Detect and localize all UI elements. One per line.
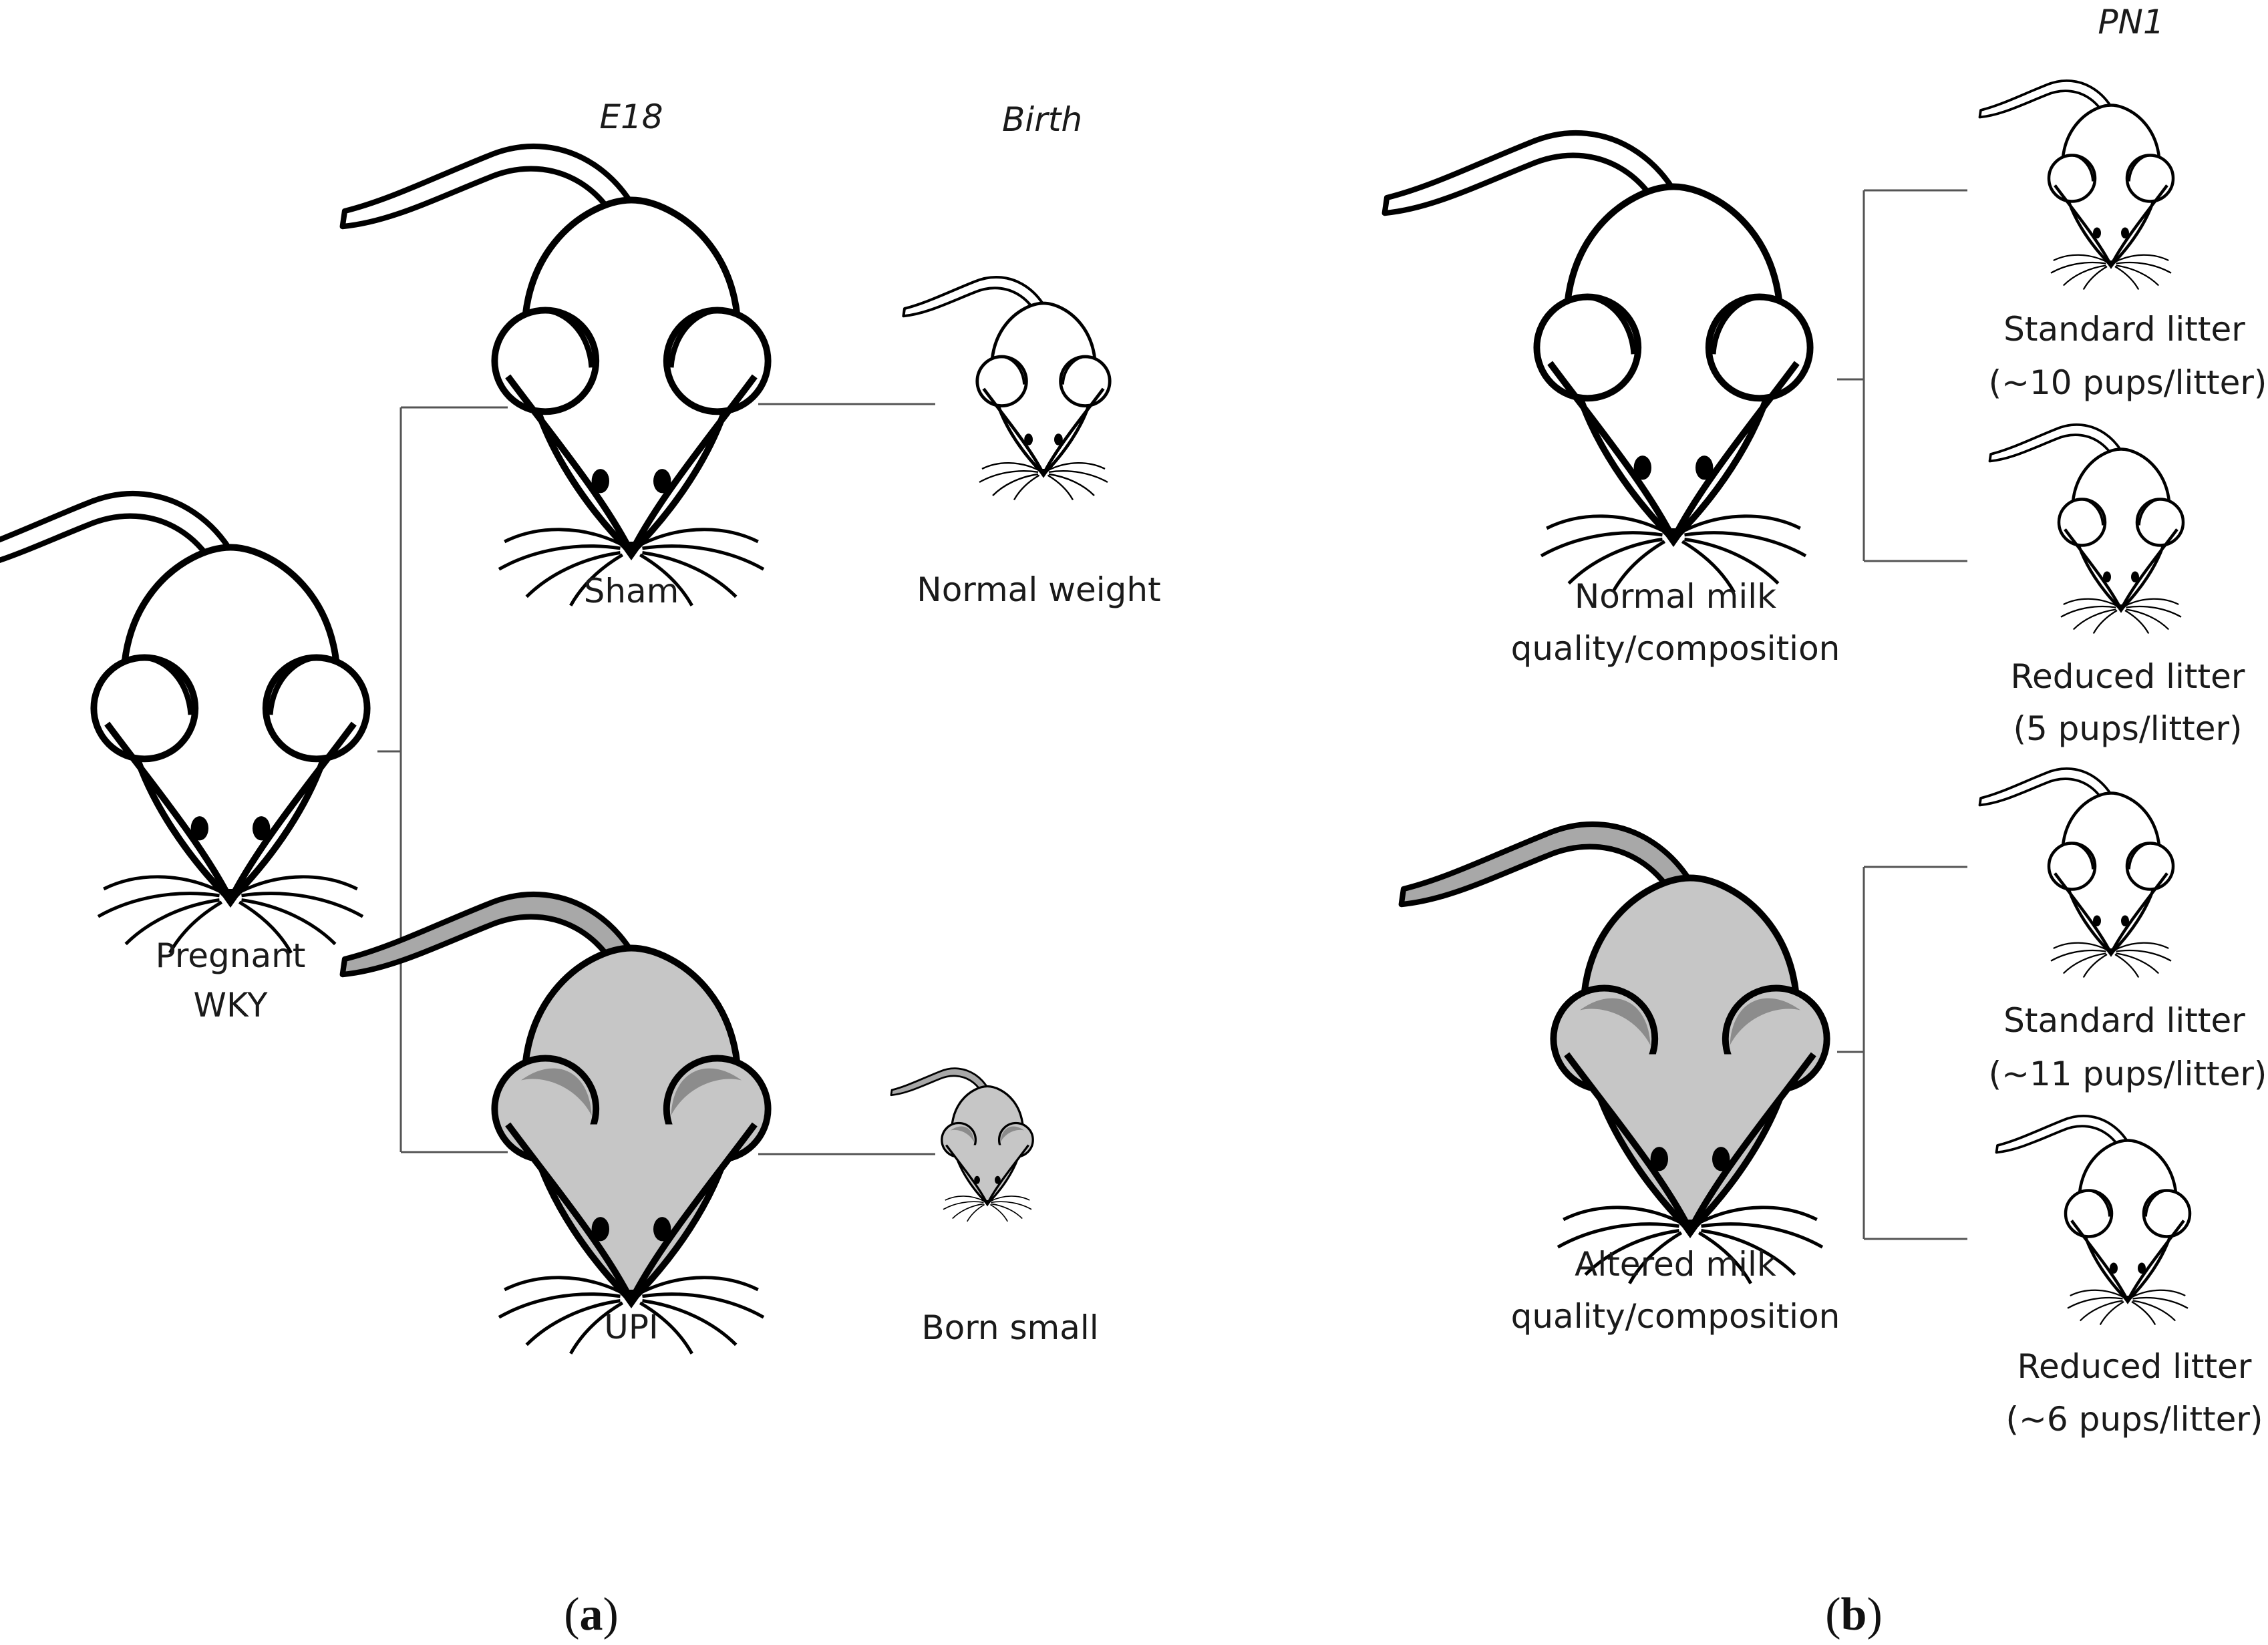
pup-standard-10-icon [1980,81,2174,290]
panel-a-tag: (a) [564,1589,619,1640]
litter-3-line2: (~11 pups/litter) [1989,1055,2267,1093]
born-small-pup-icon [890,1067,1034,1223]
pup-standard-11-icon [1980,769,2174,978]
pup-reduced-6-icon [1997,1116,2191,1325]
normal-milk-mouse-icon [1385,133,1810,592]
bracket-b-normal [1837,189,1967,562]
mother-label-line2: WKY [194,986,268,1025]
panel-a: E18 Birth Pregnant WKY Sham Normal weigh… [0,98,1161,1640]
bracket-a-mother [377,406,508,1153]
upi-label: UPI [604,1308,659,1346]
altered-milk-label-line2: quality/composition [1511,1297,1840,1336]
pregnant-mouse-icon [0,494,367,953]
normal-weight-pup-icon [903,277,1110,500]
sham-mouse-icon [343,146,768,606]
litter-2-line2: (5 pups/litter) [2013,709,2242,748]
timepoint-e18: E18 [599,98,663,136]
sham-label: Sham [584,572,679,610]
upi-mouse-icon [343,894,768,1354]
litter-1-line2: (~10 pups/litter) [1989,363,2267,402]
litter-3-line1: Standard litter [2003,1001,2245,1040]
altered-milk-mouse-icon [1402,824,1827,1284]
litter-4-line1: Reduced litter [2017,1347,2252,1386]
normal-milk-label-line1: Normal milk [1575,577,1776,616]
litter-1-line1: Standard litter [2003,310,2245,349]
litter-2-line1: Reduced litter [2011,657,2245,696]
timepoint-birth: Birth [1002,100,1082,139]
altered-milk-label-line1: Altered milk [1575,1245,1776,1284]
panel-b-tag: (b) [1825,1589,1883,1640]
born-small-label: Born small [921,1308,1098,1347]
panel-b: PN1 Normal milk quality/composition Alte… [1385,3,2267,1640]
litter-4-line2: (~6 pups/litter) [2006,1400,2263,1439]
bracket-b-altered [1837,866,1967,1240]
normal-milk-label-line2: quality/composition [1511,629,1840,668]
pup-reduced-5-icon [1990,425,2184,634]
normal-weight-label: Normal weight [917,570,1160,609]
mother-label-line1: Pregnant [156,936,306,975]
timepoint-pn1: PN1 [2098,3,2164,41]
